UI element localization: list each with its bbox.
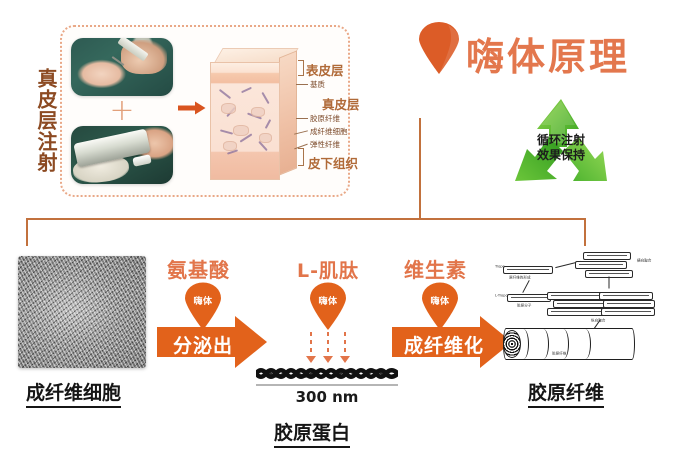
plus-symbol: + [109,93,135,128]
fibril-bundle-1 [547,292,603,300]
micro-label-tropo: Tropo [495,264,505,269]
label-matrix: 基质 [310,80,325,89]
caption-fibroblast: 成纤维细胞 [26,378,122,408]
recycle-line-1: 循环注射 [536,133,585,147]
fiber-cross-section [503,330,521,358]
fibril-layer-1 [583,252,631,260]
arrow-fibrosis: 成纤维化 [392,316,512,368]
scale-bar [256,384,398,386]
micro-label-fiber: 胶原纤维 [552,351,567,356]
arrow-secrete: 分泌出 [157,316,267,368]
caption-collagen-fiber: 胶原纤维 [528,378,605,408]
page-title: 嗨体原理 [466,35,631,79]
neck-injection-photo [71,38,173,96]
recycle-icon: 循环注射 效果保持 [505,95,617,200]
scale-value: 300 nm [295,388,359,406]
dashed-arrow-1 [310,332,312,358]
micro-label-assembly-1: 横向聚合 [637,258,652,263]
fibril-bundle-3 [553,300,607,308]
hi-body-pin-icon-3: 嗨体 [420,282,460,330]
dashed-arrow-head-1 [306,356,316,363]
collagen-fiber-cylinder: 胶原纤维 [503,328,635,360]
fibril-bundle-5 [547,308,605,316]
connector-right-tick [584,218,586,246]
connector-horizontal [26,218,586,220]
matrix-leader [296,84,308,85]
hi-body-pin-text-3: 嗨体 [430,297,450,307]
label-elastic-fiber: 弹性纤维 [310,140,340,149]
recycle-line-2: 效果保持 [536,148,585,163]
collagen-fiber-diagram: Tropo 原纤维的形成 L-Tropo 胶原分子 横向聚合 纵向聚合 胶原纤维 [495,250,675,380]
dermal-injection-label: 真皮层注射 [34,67,58,173]
label-dermis: 真皮层 [322,97,360,112]
epidermis-bracket [298,60,304,76]
connector-left-tick [26,218,28,246]
connector-vertical-top [419,118,421,218]
collagen-triple-helix [254,366,400,381]
micro-arrow-3 [608,276,610,289]
location-pin-icon [418,22,460,74]
micro-label-fibril-form: 原纤维的形成 [509,275,531,280]
fibril-bundle-6 [601,308,655,316]
tropocollagen-molecule [507,294,551,302]
hi-body-pin-text-1: 嗨体 [193,297,213,307]
arrow-fibrosis-text: 成纤维化 [404,335,485,357]
micro-label-molecule: 胶原分子 [517,303,532,308]
dashed-arrow-head-2 [323,356,333,363]
hi-body-pin-icon-2: 嗨体 [308,282,348,330]
dashed-arrow-head-3 [340,356,350,363]
dashed-arrow-3 [344,332,346,358]
collagen-leader [296,118,308,119]
recycle-caption: 循环注射 效果保持 [505,133,617,164]
fibroblast-microscope-photo [18,256,146,368]
skin-cross-section: 表皮层 基质 真皮层 胶原纤维 成纤维细胞 弹性纤维 皮下组织 [210,48,360,183]
subcutaneous-bracket [298,148,304,166]
dashed-arrow-2 [327,332,329,358]
label-vitamin: 维生素 [404,258,467,282]
fibril-layer-2 [575,261,627,269]
label-subcutaneous: 皮下组织 [308,156,359,171]
label-epidermis: 表皮层 [306,63,344,78]
skin-side-face [279,50,297,176]
hi-body-pin-icon-1: 嗨体 [183,282,223,330]
arrow-secrete-text: 分泌出 [173,335,234,357]
label-amino-acid: 氨基酸 [167,258,230,282]
label-l-carnosine: L-肌肽 [297,260,359,282]
arrow-right-icon [178,100,206,115]
hi-body-pin-text-2: 嗨体 [318,297,338,307]
fibril-bundle-2 [599,292,653,300]
label-fibroblast: 成纤维细胞 [310,127,348,136]
micro-label-l-tropo: L-Tropo [495,293,508,298]
micro-arrow-1 [522,280,530,293]
label-collagen-fiber: 胶原纤维 [310,114,340,123]
injector-tip-shape [132,154,152,167]
fibril-bundle-4 [603,300,655,308]
skin-front-face [210,62,280,180]
tropocollagen-unit [503,266,553,274]
injection-device-photo [71,126,173,184]
caption-collagen-protein: 胶原蛋白 [274,418,351,448]
